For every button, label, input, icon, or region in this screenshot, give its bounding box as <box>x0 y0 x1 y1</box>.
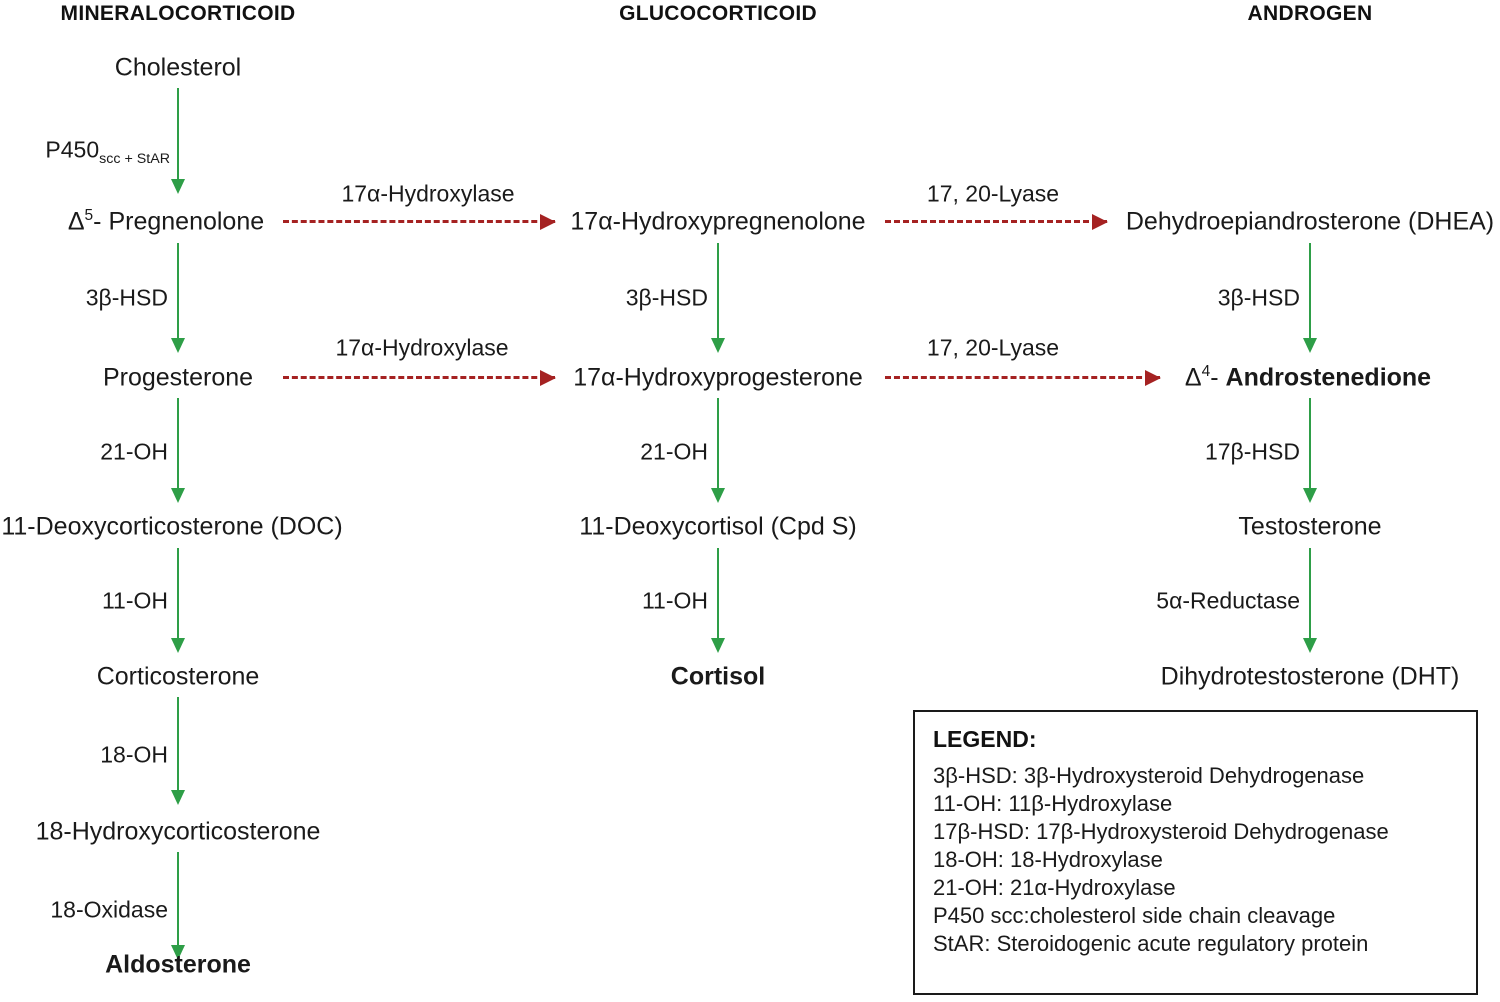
enzyme-p450-subscript: scc + StAR <box>99 151 170 168</box>
node-pregnenolone: Δ5- Pregnenolone <box>67 207 265 236</box>
node-17a-hydroxyprogesterone: 17α-Hydroxyprogesterone <box>573 363 863 392</box>
column-header-glucocorticoid: GLUCOCORTICOID <box>619 2 817 25</box>
androstenedione-delta: Δ <box>1184 363 1202 392</box>
enzyme-11-oh-mid: 11-OH <box>641 587 708 614</box>
pregnenolone-superscript: 5 <box>84 207 94 225</box>
enzyme-17b-hsd: 17β-HSD <box>1204 438 1300 465</box>
node-17a-hydroxypregnenolone: 17α-Hydroxypregnenolone <box>570 207 866 236</box>
enzyme-17a-hydroxylase-top: 17α-Hydroxylase <box>341 180 515 207</box>
node-cortisol: Cortisol <box>670 662 766 691</box>
enzyme-p450scc-star: P450scc + StAR <box>45 136 170 166</box>
node-11-deoxycortisol: 11-Deoxycortisol (Cpd S) <box>579 512 857 541</box>
enzyme-3b-hsd-left: 3β-HSD <box>85 284 168 311</box>
node-dht: Dihydrotestosterone (DHT) <box>1160 662 1460 691</box>
arrow-hydroxypregnenolone-to-dhea <box>885 213 1108 230</box>
androstenedione-separator: - <box>1210 363 1226 392</box>
androstenedione-superscript: 4 <box>1201 363 1211 381</box>
node-progesterone: Progesterone <box>102 363 254 392</box>
node-testosterone: Testosterone <box>1238 512 1382 541</box>
node-dhea: Dehydroepiandrosterone (DHEA) <box>1125 207 1495 236</box>
node-18-hydroxycorticosterone: 18-Hydroxycorticosterone <box>35 817 321 846</box>
arrow-progesterone-to-hydroxyprogesterone <box>283 369 556 386</box>
node-cholesterol: Cholesterol <box>114 53 242 82</box>
pregnenolone-name: - Pregnenolone <box>93 207 265 236</box>
legend-entry-star: StAR: Steroidogenic acute regulatory pro… <box>933 930 1369 956</box>
arrow-pregnenolone-to-hydroxypregnenolone <box>283 213 556 230</box>
legend-entry-17b-hsd: 17β-HSD: 17β-Hydroxysteroid Dehydrogenas… <box>933 818 1389 844</box>
legend-title: LEGEND: <box>933 726 1037 752</box>
arrow-hydroxyprogesterone-to-androstenedione <box>885 369 1161 386</box>
enzyme-18-oxidase: 18-Oxidase <box>50 896 168 923</box>
enzyme-11-oh-left: 11-OH <box>101 587 168 614</box>
enzyme-3b-hsd-mid: 3β-HSD <box>625 284 708 311</box>
legend-entry-18-oh: 18-OH: 18-Hydroxylase <box>933 846 1163 872</box>
node-deoxycorticosterone: 11-Deoxycorticosterone (DOC) <box>1 512 343 541</box>
enzyme-17a-hydroxylase-bottom: 17α-Hydroxylase <box>335 334 509 361</box>
enzyme-17-20-lyase-bottom: 17, 20-Lyase <box>926 334 1060 361</box>
enzyme-21-oh-mid: 21-OH <box>640 438 708 465</box>
column-header-androgen: ANDROGEN <box>1247 2 1373 25</box>
legend-entry-21-oh: 21-OH: 21α-Hydroxylase <box>933 874 1176 900</box>
enzyme-17-20-lyase-top: 17, 20-Lyase <box>926 180 1060 207</box>
pregnenolone-delta: Δ <box>67 207 85 236</box>
enzyme-18-oh: 18-OH <box>100 741 168 768</box>
legend-entry-p450-scc: P450 scc:cholesterol side chain cleavage <box>933 902 1336 928</box>
node-aldosterone: Aldosterone <box>105 950 251 979</box>
node-androstenedione: Δ4- Androstenedione <box>1184 363 1432 392</box>
androstenedione-name: Androstenedione <box>1225 363 1432 392</box>
enzyme-p450-base: P450 <box>45 136 100 163</box>
legend-box: LEGEND: 3β-HSD: 3β-Hydroxysteroid Dehydr… <box>913 710 1478 995</box>
legend-entry-3b-hsd: 3β-HSD: 3β-Hydroxysteroid Dehydrogenase <box>933 763 1365 788</box>
enzyme-5a-reductase: 5α-Reductase <box>1156 587 1300 614</box>
enzyme-3b-hsd-right: 3β-HSD <box>1217 284 1300 311</box>
enzyme-21-oh-left: 21-OH <box>100 438 168 465</box>
column-header-mineralocorticoid: MINERALOCORTICOID <box>60 2 296 25</box>
legend-entry-11-oh: 11-OH: 11β-Hydroxylase <box>933 790 1173 816</box>
node-corticosterone: Corticosterone <box>96 662 260 691</box>
